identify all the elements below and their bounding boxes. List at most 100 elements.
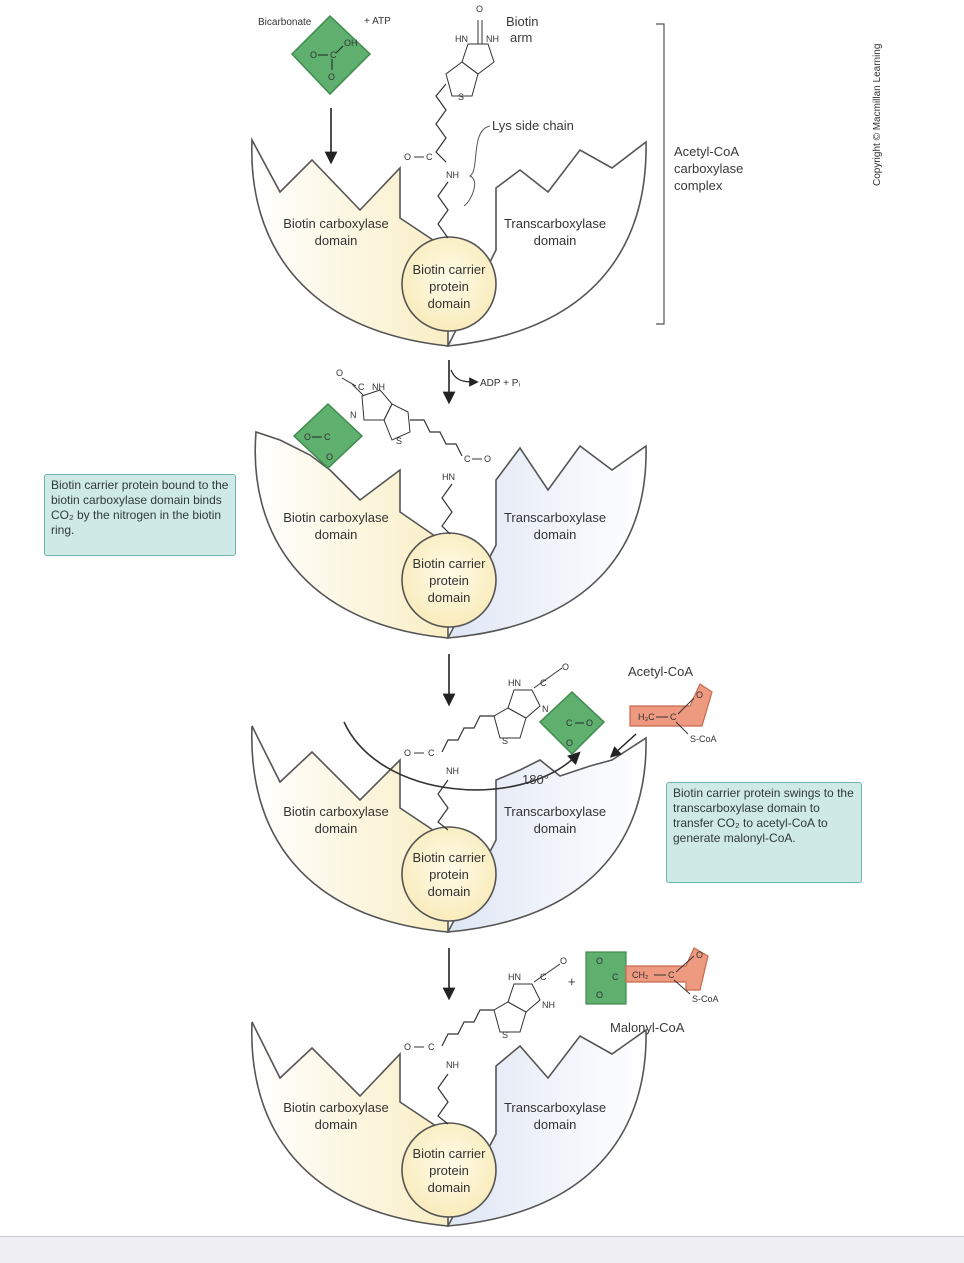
biotin-ring-2 bbox=[341, 377, 411, 441]
malonyl-c-1: C bbox=[612, 972, 619, 982]
panel-2-co2-bound: Biotin carboxylase domain Transcarboxyla… bbox=[254, 368, 647, 639]
arm-nh-1: NH bbox=[446, 170, 459, 180]
lys-side-chain-label: Lys side chain bbox=[492, 118, 574, 133]
co2-o-2: O bbox=[304, 432, 311, 442]
bcp-label-3a: Biotin carrier bbox=[413, 850, 487, 865]
tc-label-4b: domain bbox=[534, 1117, 577, 1132]
acetyl-scoa: S-CoA bbox=[690, 734, 717, 744]
bicarb-o: O bbox=[310, 50, 317, 60]
copyright-notice: Copyright © Macmillan Learning bbox=[872, 43, 883, 186]
malonyl-o-bottom: O bbox=[596, 990, 603, 1000]
biotin-carrier-protein-domain bbox=[401, 236, 497, 332]
arm-c-2: C bbox=[464, 454, 471, 464]
biotin-nh-4: NH bbox=[542, 1000, 555, 1010]
bc-label-3a: Biotin carboxylase bbox=[283, 804, 389, 819]
biotin-o-2: O bbox=[336, 368, 343, 378]
malonyl-carboxyl-box bbox=[585, 951, 627, 1005]
biotin-nh-1: NH bbox=[486, 34, 499, 44]
biotin-s-1: S bbox=[458, 92, 464, 102]
atp-label: + ATP bbox=[364, 16, 391, 27]
biotin-n-3: N bbox=[542, 704, 549, 714]
bc-label-2b: domain bbox=[315, 527, 358, 542]
biotin-carrier-protein-domain-3 bbox=[401, 826, 497, 922]
acetyl-c: C bbox=[670, 712, 677, 722]
biotin-o-1: O bbox=[476, 4, 483, 14]
arrow-acetyl-coa bbox=[609, 733, 637, 758]
arm-o-1: O bbox=[404, 152, 411, 162]
complex-label-1: Acetyl-CoA bbox=[674, 144, 739, 159]
arm-c-1: C bbox=[426, 152, 433, 162]
arm-hn-2: HN bbox=[442, 472, 455, 482]
bc-label-2a: Biotin carboxylase bbox=[283, 510, 389, 525]
rotation-label: 180° bbox=[522, 772, 549, 787]
bicarb-c: C bbox=[330, 50, 337, 60]
transcarboxylase-domain-shape bbox=[446, 140, 647, 347]
biotin-ring-1 bbox=[445, 20, 495, 97]
bicarb-oh: OH bbox=[344, 38, 358, 48]
callout-carrier-swing: Biotin carrier protein swings to the tra… bbox=[666, 782, 862, 883]
biotin-hn-4: HN bbox=[508, 972, 521, 982]
complex-label-2: carboxylase bbox=[674, 161, 743, 176]
arm-o-2: O bbox=[484, 454, 491, 464]
arm-c-4: C bbox=[428, 1042, 435, 1052]
tc-label-3a: Transcarboxylase bbox=[504, 804, 606, 819]
bcp-label-4c: domain bbox=[428, 1180, 471, 1195]
co2-c-3: C bbox=[566, 718, 573, 728]
acetyl-h3c: H₃C bbox=[638, 712, 655, 722]
biotin-carboxylase-domain-shape-3 bbox=[251, 725, 449, 933]
co2-c-2: C bbox=[324, 432, 331, 442]
biotin-hn-1: HN bbox=[455, 34, 468, 44]
co2-diamond-3 bbox=[538, 690, 606, 756]
biotin-arm-2 bbox=[410, 419, 463, 457]
bcp-label-1: Biotin carrier bbox=[413, 262, 487, 277]
malonyl-ch2: CH₂ bbox=[632, 970, 649, 980]
adp-pi-label: ADP + Pᵢ bbox=[480, 378, 520, 389]
panel-1-biotin-carboxylation-start: Biotin carboxylase domain Transcarboxyla… bbox=[251, 4, 743, 347]
footer-bar bbox=[0, 1236, 964, 1263]
lys-chain-4 bbox=[437, 1073, 449, 1125]
biotin-c-2: C bbox=[358, 382, 365, 392]
biotin-s-4: S bbox=[502, 1030, 508, 1040]
bcp-label-4b: protein bbox=[429, 1163, 469, 1178]
biotin-carrier-protein-domain-4 bbox=[401, 1122, 497, 1218]
biotin-o-4: O bbox=[560, 956, 567, 966]
complex-label-3: complex bbox=[674, 178, 723, 193]
panel-4-malonyl-coa-released: Biotin carboxylase domain Transcarboxyla… bbox=[251, 947, 719, 1227]
biotin-s-3: S bbox=[502, 736, 508, 746]
lys-chain-1 bbox=[437, 181, 449, 239]
co2-o-minus-2: O bbox=[326, 452, 333, 462]
bicarbonate-diamond bbox=[290, 14, 372, 96]
malonyl-o-2: O bbox=[696, 950, 703, 960]
bcp-label-3: domain bbox=[428, 296, 471, 311]
biotin-carboxylase-domain-shape-4 bbox=[251, 1021, 449, 1227]
biotin-carboxylase-domain-shape bbox=[251, 137, 449, 347]
arm-label: arm bbox=[510, 30, 532, 45]
acetyl-o: O bbox=[696, 690, 703, 700]
plus-sign: + bbox=[568, 974, 576, 989]
biotin-arm-1 bbox=[435, 83, 447, 163]
rotation-arc bbox=[343, 721, 581, 791]
tc-label-3b: domain bbox=[534, 821, 577, 836]
tc-label-4a: Transcarboxylase bbox=[504, 1100, 606, 1115]
tc-label-2a: Transcarboxylase bbox=[504, 510, 606, 525]
lys-chain-2 bbox=[441, 483, 453, 535]
bc-label-2: domain bbox=[315, 233, 358, 248]
panel-3-swing-to-transcarboxylase: Biotin carboxylase domain Transcarboxyla… bbox=[251, 662, 717, 933]
biotin-arm-3 bbox=[441, 715, 494, 753]
tc-label-1: Transcarboxylase bbox=[504, 216, 606, 231]
biotin-c-3: C bbox=[540, 678, 547, 688]
bcp-label-3c: domain bbox=[428, 884, 471, 899]
bcp-label-2: protein bbox=[429, 279, 469, 294]
bc-label-3b: domain bbox=[315, 821, 358, 836]
acetyl-coa-shape bbox=[629, 683, 713, 727]
malonyl-scoa: S-CoA bbox=[692, 994, 719, 1004]
bc-label-4b: domain bbox=[315, 1117, 358, 1132]
malonyl-acetyl-part bbox=[625, 947, 709, 991]
bicarb-o-minus: O bbox=[328, 72, 335, 82]
co2-o-minus-3: O bbox=[566, 738, 573, 748]
callout-co2-binding: Biotin carrier protein bound to the biot… bbox=[44, 474, 236, 556]
biotin-hn-3: HN bbox=[508, 678, 521, 688]
bcp-label-4a: Biotin carrier bbox=[413, 1146, 487, 1161]
transcarboxylase-domain-shape-4 bbox=[446, 1028, 647, 1227]
biotin-o-3: O bbox=[562, 662, 569, 672]
